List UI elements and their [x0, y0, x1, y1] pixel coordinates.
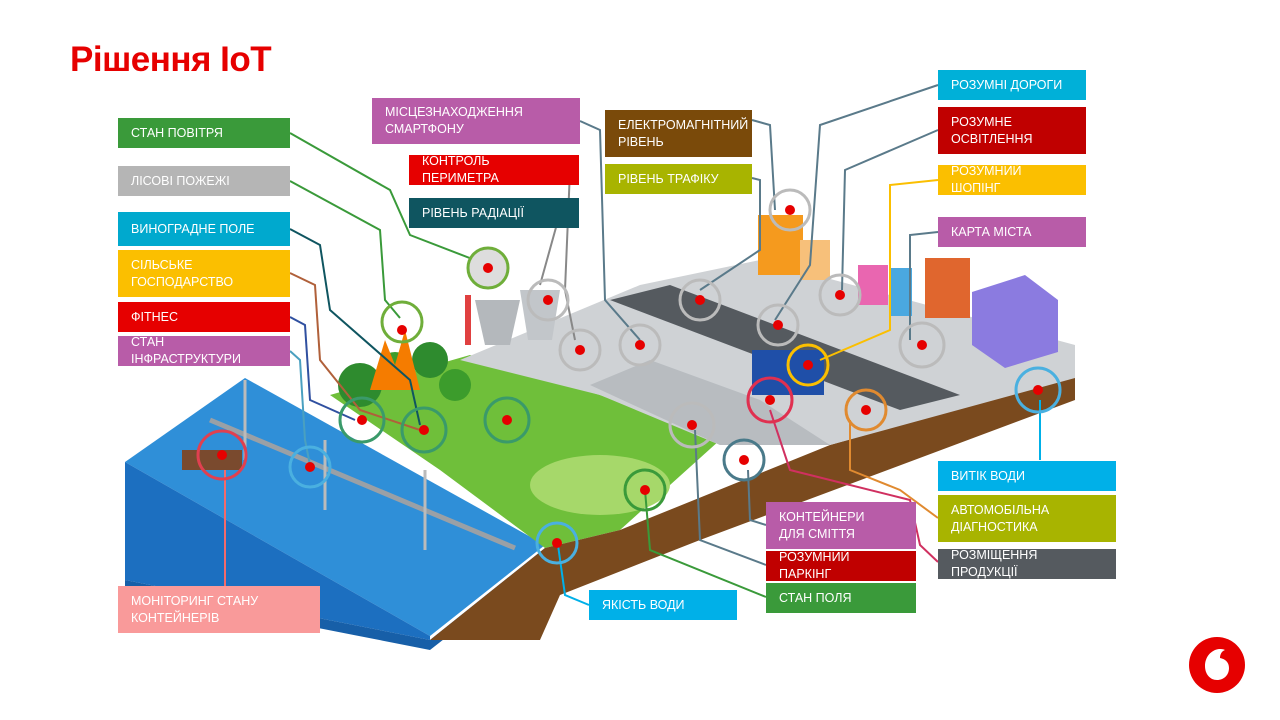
label-smart-parking: РОЗУМНИЙ ПАРКІНГ — [766, 550, 916, 581]
sensor-markers — [196, 188, 1062, 565]
label-perimeter: КОНТРОЛЬ ПЕРИМЕТРА — [409, 154, 579, 185]
label-car-diagnostics: АВТОМОБІЛЬНА ДІАГНОСТИКА — [938, 495, 1116, 542]
sensor-marker — [535, 521, 579, 565]
label-fitness: ФІТНЕС — [118, 302, 290, 332]
label-forest-fires: ЛІСОВІ ПОЖЕЖІ — [118, 166, 290, 196]
sensor-marker — [338, 396, 386, 444]
sea-front — [125, 462, 430, 640]
label-agriculture: СІЛЬСЬКЕ ГОСПОДАРСТВО — [118, 250, 290, 297]
sensor-marker — [668, 401, 716, 449]
sensor-marker — [768, 188, 812, 232]
building-red — [925, 258, 970, 318]
label-air-quality: СТАН ПОВІТРЯ — [118, 118, 290, 148]
chimney — [465, 295, 471, 345]
sensor-marker — [1014, 366, 1062, 414]
cooling-tower — [475, 300, 520, 345]
sensor-marker — [196, 429, 248, 481]
building-orange — [758, 215, 803, 275]
sensor-marker — [618, 323, 662, 367]
label-radiation: РІВЕНЬ РАДІАЦІЇ — [409, 198, 579, 228]
label-waste-containers: КОНТЕЙНЕРИ ДЛЯ СМІТТЯ — [766, 502, 916, 549]
sensor-marker — [380, 300, 424, 344]
label-vineyard: ВИНОГРАДНЕ ПОЛЕ — [118, 212, 290, 246]
sensor-marker — [558, 328, 602, 372]
label-smartphone-location: МІСЦЕЗНАХОДЖЕННЯ СМАРТФОНУ — [372, 98, 580, 144]
sea-top — [125, 378, 545, 636]
label-smart-roads: РОЗУМНІ ДОРОГИ — [938, 70, 1086, 100]
fire — [370, 330, 420, 390]
sensor-marker — [746, 376, 794, 424]
sensor-marker — [288, 445, 332, 489]
sensor-marker — [678, 278, 722, 322]
label-electromagnetic: ЕЛЕКТРОМАГНІТНИЙ РІВЕНЬ — [605, 110, 752, 157]
sensor-marker — [466, 246, 510, 290]
bridge — [209, 417, 516, 551]
sensor-marker — [483, 396, 531, 444]
label-field-state: СТАН ПОЛЯ — [766, 583, 916, 613]
sensor-marker — [898, 321, 946, 369]
sensor-marker — [623, 468, 667, 512]
label-product-placement: РОЗМІЩЕННЯ ПРОДУКЦІЇ — [938, 548, 1116, 579]
label-infrastructure: СТАН ІНФРАСТРУКТУРИ — [118, 335, 290, 366]
label-smart-shopping: РОЗУМНИЙ ШОПІНГ — [938, 164, 1086, 195]
label-water-leak: ВИТІК ВОДИ — [938, 461, 1116, 491]
sensor-marker — [844, 388, 888, 432]
building-pink — [858, 265, 888, 305]
label-traffic: РІВЕНЬ ТРАФІКУ — [605, 164, 752, 194]
sensor-marker — [722, 438, 766, 482]
container-ship — [182, 450, 242, 470]
ground-side — [430, 375, 1075, 640]
building-blue — [890, 268, 912, 316]
sensor-marker — [400, 406, 448, 454]
sensor-marker — [756, 303, 800, 347]
label-water-quality: ЯКІСТЬ ВОДИ — [589, 590, 737, 620]
vodafone-logo-icon — [1189, 637, 1245, 693]
golf-hill — [530, 455, 670, 515]
label-smart-lighting: РОЗУМНЕ ОСВІТЛЕННЯ — [938, 107, 1086, 154]
label-container-monitoring: МОНІТОРИНГ СТАНУ КОНТЕЙНЕРІВ — [118, 586, 320, 633]
page-title: Рішення IoT — [70, 40, 272, 79]
building-purple — [972, 275, 1058, 368]
road — [610, 285, 960, 410]
sensor-marker — [526, 278, 570, 322]
sensor-marker — [786, 343, 830, 387]
sensor-marker — [818, 273, 862, 317]
label-city-map: КАРТА МІСТА — [938, 217, 1086, 247]
